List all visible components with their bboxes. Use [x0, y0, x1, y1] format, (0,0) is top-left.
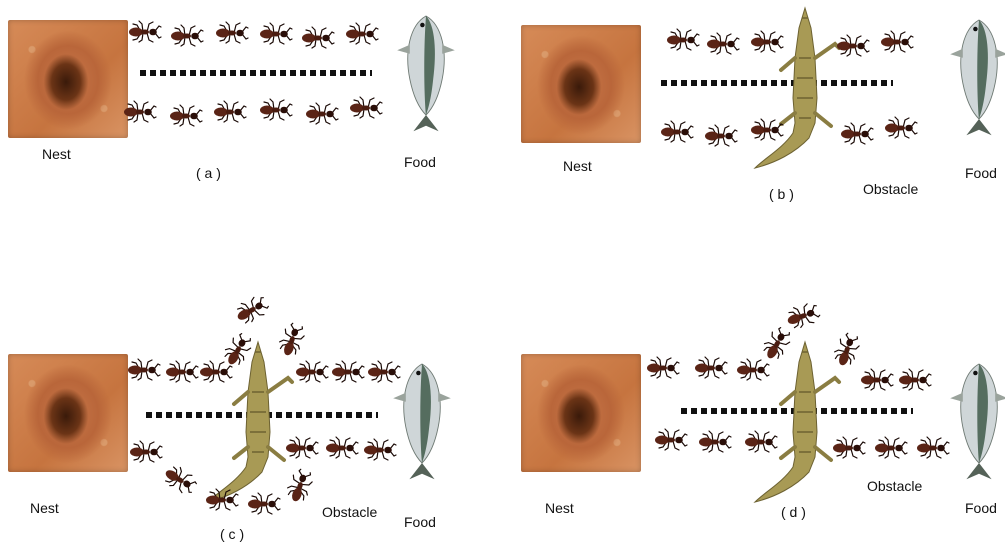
panel-c: Nest Food Obstacle ( c ): [0, 272, 500, 542]
fish-food-icon: [951, 14, 1005, 154]
panel-caption: ( d ): [781, 504, 806, 520]
ant-icon: [300, 486, 301, 487]
crocodile-obstacle-icon: [258, 412, 259, 413]
ant-icon: [276, 34, 277, 35]
ant-icon: [252, 310, 253, 311]
ant-icon: [384, 372, 385, 373]
ant-icon: [186, 116, 187, 117]
panel-d: Nest Food Obstacle ( d ): [505, 272, 1005, 542]
ant-icon: [803, 316, 804, 317]
ant-icon: [222, 500, 223, 501]
panel-caption: ( b ): [769, 186, 794, 202]
food-label: Food: [965, 500, 997, 516]
ant-icon: [232, 33, 233, 34]
ant-icon: [145, 32, 146, 33]
nest-image: [521, 25, 641, 143]
fish-food-icon: [398, 10, 458, 150]
panel-b: Nest Food Obstacle ( b ): [505, 0, 1005, 270]
ant-icon: [767, 130, 768, 131]
ant-icon: [663, 368, 664, 369]
food-label: Food: [404, 154, 436, 170]
ant-icon: [238, 350, 239, 351]
ant-icon: [187, 36, 188, 37]
nest-label: Nest: [545, 500, 574, 516]
ant-icon: [302, 448, 303, 449]
panel-caption: ( a ): [196, 165, 221, 181]
fish-food-icon: [394, 358, 454, 498]
ant-icon: [671, 440, 672, 441]
obstacle-label: Obstacle: [322, 504, 377, 520]
ant-icon: [180, 480, 181, 481]
food-label: Food: [965, 165, 997, 181]
ant-icon: [933, 448, 934, 449]
ant-icon: [677, 132, 678, 133]
ant-icon: [777, 344, 778, 345]
ant-icon: [312, 372, 313, 373]
nest-image: [8, 354, 128, 472]
ant-icon: [144, 370, 145, 371]
ant-icon: [292, 340, 293, 341]
ant-icon: [146, 452, 147, 453]
obstacle-label: Obstacle: [867, 478, 922, 494]
nest-label: Nest: [30, 500, 59, 516]
ant-icon: [897, 42, 898, 43]
ant-icon: [753, 370, 754, 371]
ant-icon: [276, 110, 277, 111]
nest-label: Nest: [563, 158, 592, 174]
food-label: Food: [404, 514, 436, 530]
ant-icon: [711, 368, 712, 369]
crocodile-obstacle-icon: [805, 78, 806, 79]
ant-icon: [901, 128, 902, 129]
ant-icon: [847, 350, 848, 351]
ant-icon: [362, 34, 363, 35]
crocodile-obstacle-icon: [805, 412, 806, 413]
ant-icon: [318, 38, 319, 39]
ant-icon: [767, 42, 768, 43]
ant-icon: [853, 46, 854, 47]
ant-icon: [264, 504, 265, 505]
ant-icon: [857, 134, 858, 135]
ant-icon: [721, 136, 722, 137]
ant-icon: [877, 380, 878, 381]
ant-icon: [182, 372, 183, 373]
ant-icon: [723, 44, 724, 45]
nest-label: Nest: [42, 146, 71, 162]
ant-icon: [849, 448, 850, 449]
ant-icon: [761, 442, 762, 443]
ant-icon: [366, 108, 367, 109]
ant-icon: [342, 448, 343, 449]
pheromone-path: [140, 70, 372, 76]
nest-image: [8, 20, 128, 138]
ant-icon: [891, 448, 892, 449]
ant-icon: [230, 112, 231, 113]
ant-icon: [915, 380, 916, 381]
ant-icon: [380, 450, 381, 451]
ant-icon: [683, 40, 684, 41]
ant-icon: [715, 442, 716, 443]
ant-icon: [348, 372, 349, 373]
ant-icon: [140, 112, 141, 113]
nest-image: [521, 354, 641, 472]
pheromone-path: [661, 80, 893, 86]
fish-food-icon: [951, 358, 1005, 498]
ant-icon: [322, 114, 323, 115]
panel-caption: ( c ): [220, 526, 244, 542]
panel-a: Nest Food ( a ): [0, 0, 500, 270]
ant-icon: [216, 372, 217, 373]
obstacle-label: Obstacle: [863, 181, 918, 197]
